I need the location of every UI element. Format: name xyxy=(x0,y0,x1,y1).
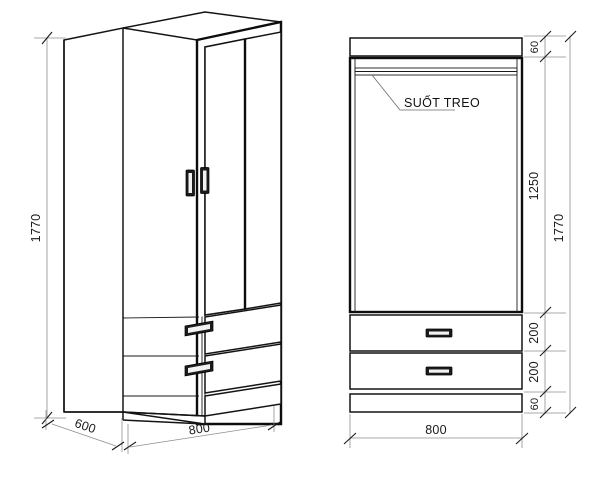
front-lower-drawer[interactable] xyxy=(349,352,523,390)
iso-right-door[interactable] xyxy=(244,31,282,310)
front-inner-dimension-chain: 60 1250 200 200 60 xyxy=(524,30,566,419)
front-hanging-section-label: 1250 xyxy=(527,172,541,201)
front-width-label: 800 xyxy=(425,423,446,437)
iso-left-side-panel xyxy=(63,27,124,413)
front-total-height-label: 1770 xyxy=(552,214,566,243)
iso-bottom-face xyxy=(122,411,206,425)
front-plinth-label: 60 xyxy=(529,398,541,411)
iso-height-label: 1770 xyxy=(29,214,43,243)
iso-lower-drawer[interactable] xyxy=(184,343,282,394)
front-top-panel-label: 60 xyxy=(529,41,541,54)
iso-width-label: 800 xyxy=(188,420,211,437)
iso-width-dimension: 800 xyxy=(123,406,281,454)
iso-view-group xyxy=(63,11,283,426)
front-width-dimension: 800 xyxy=(343,414,529,448)
iso-left-door[interactable] xyxy=(204,38,246,316)
hanging-rail-callout: SUỐT TREO xyxy=(371,74,480,111)
iso-lower-drawer-handle[interactable] xyxy=(184,360,214,377)
iso-upper-drawer-handle[interactable] xyxy=(184,320,214,337)
front-view-group: SUỐT TREO xyxy=(348,37,524,413)
iso-depth-label: 600 xyxy=(73,416,98,436)
front-upper-drawer-handle[interactable] xyxy=(425,328,453,338)
iso-right-door-handle[interactable] xyxy=(200,167,210,194)
hanging-rail-callout-label: SUỐT TREO xyxy=(404,95,480,110)
front-top-panel xyxy=(349,37,523,57)
iso-depth-dimension: 600 xyxy=(41,410,125,452)
front-base-plinth xyxy=(349,393,523,413)
iso-base-plinth xyxy=(204,383,282,417)
front-upper-drawer-label: 200 xyxy=(527,322,541,343)
front-total-height-dimension: 1770 xyxy=(552,30,577,419)
front-lower-drawer-handle[interactable] xyxy=(425,366,453,376)
front-hanging-rail xyxy=(354,67,518,76)
front-carcass-outline xyxy=(348,56,524,314)
iso-upper-drawer[interactable] xyxy=(184,304,282,355)
iso-left-door-handle[interactable] xyxy=(185,169,195,197)
front-lower-drawer-label: 200 xyxy=(527,361,541,382)
iso-height-dimension: 1770 xyxy=(29,31,66,425)
front-upper-drawer[interactable] xyxy=(349,314,523,352)
iso-doors-group xyxy=(199,31,282,318)
